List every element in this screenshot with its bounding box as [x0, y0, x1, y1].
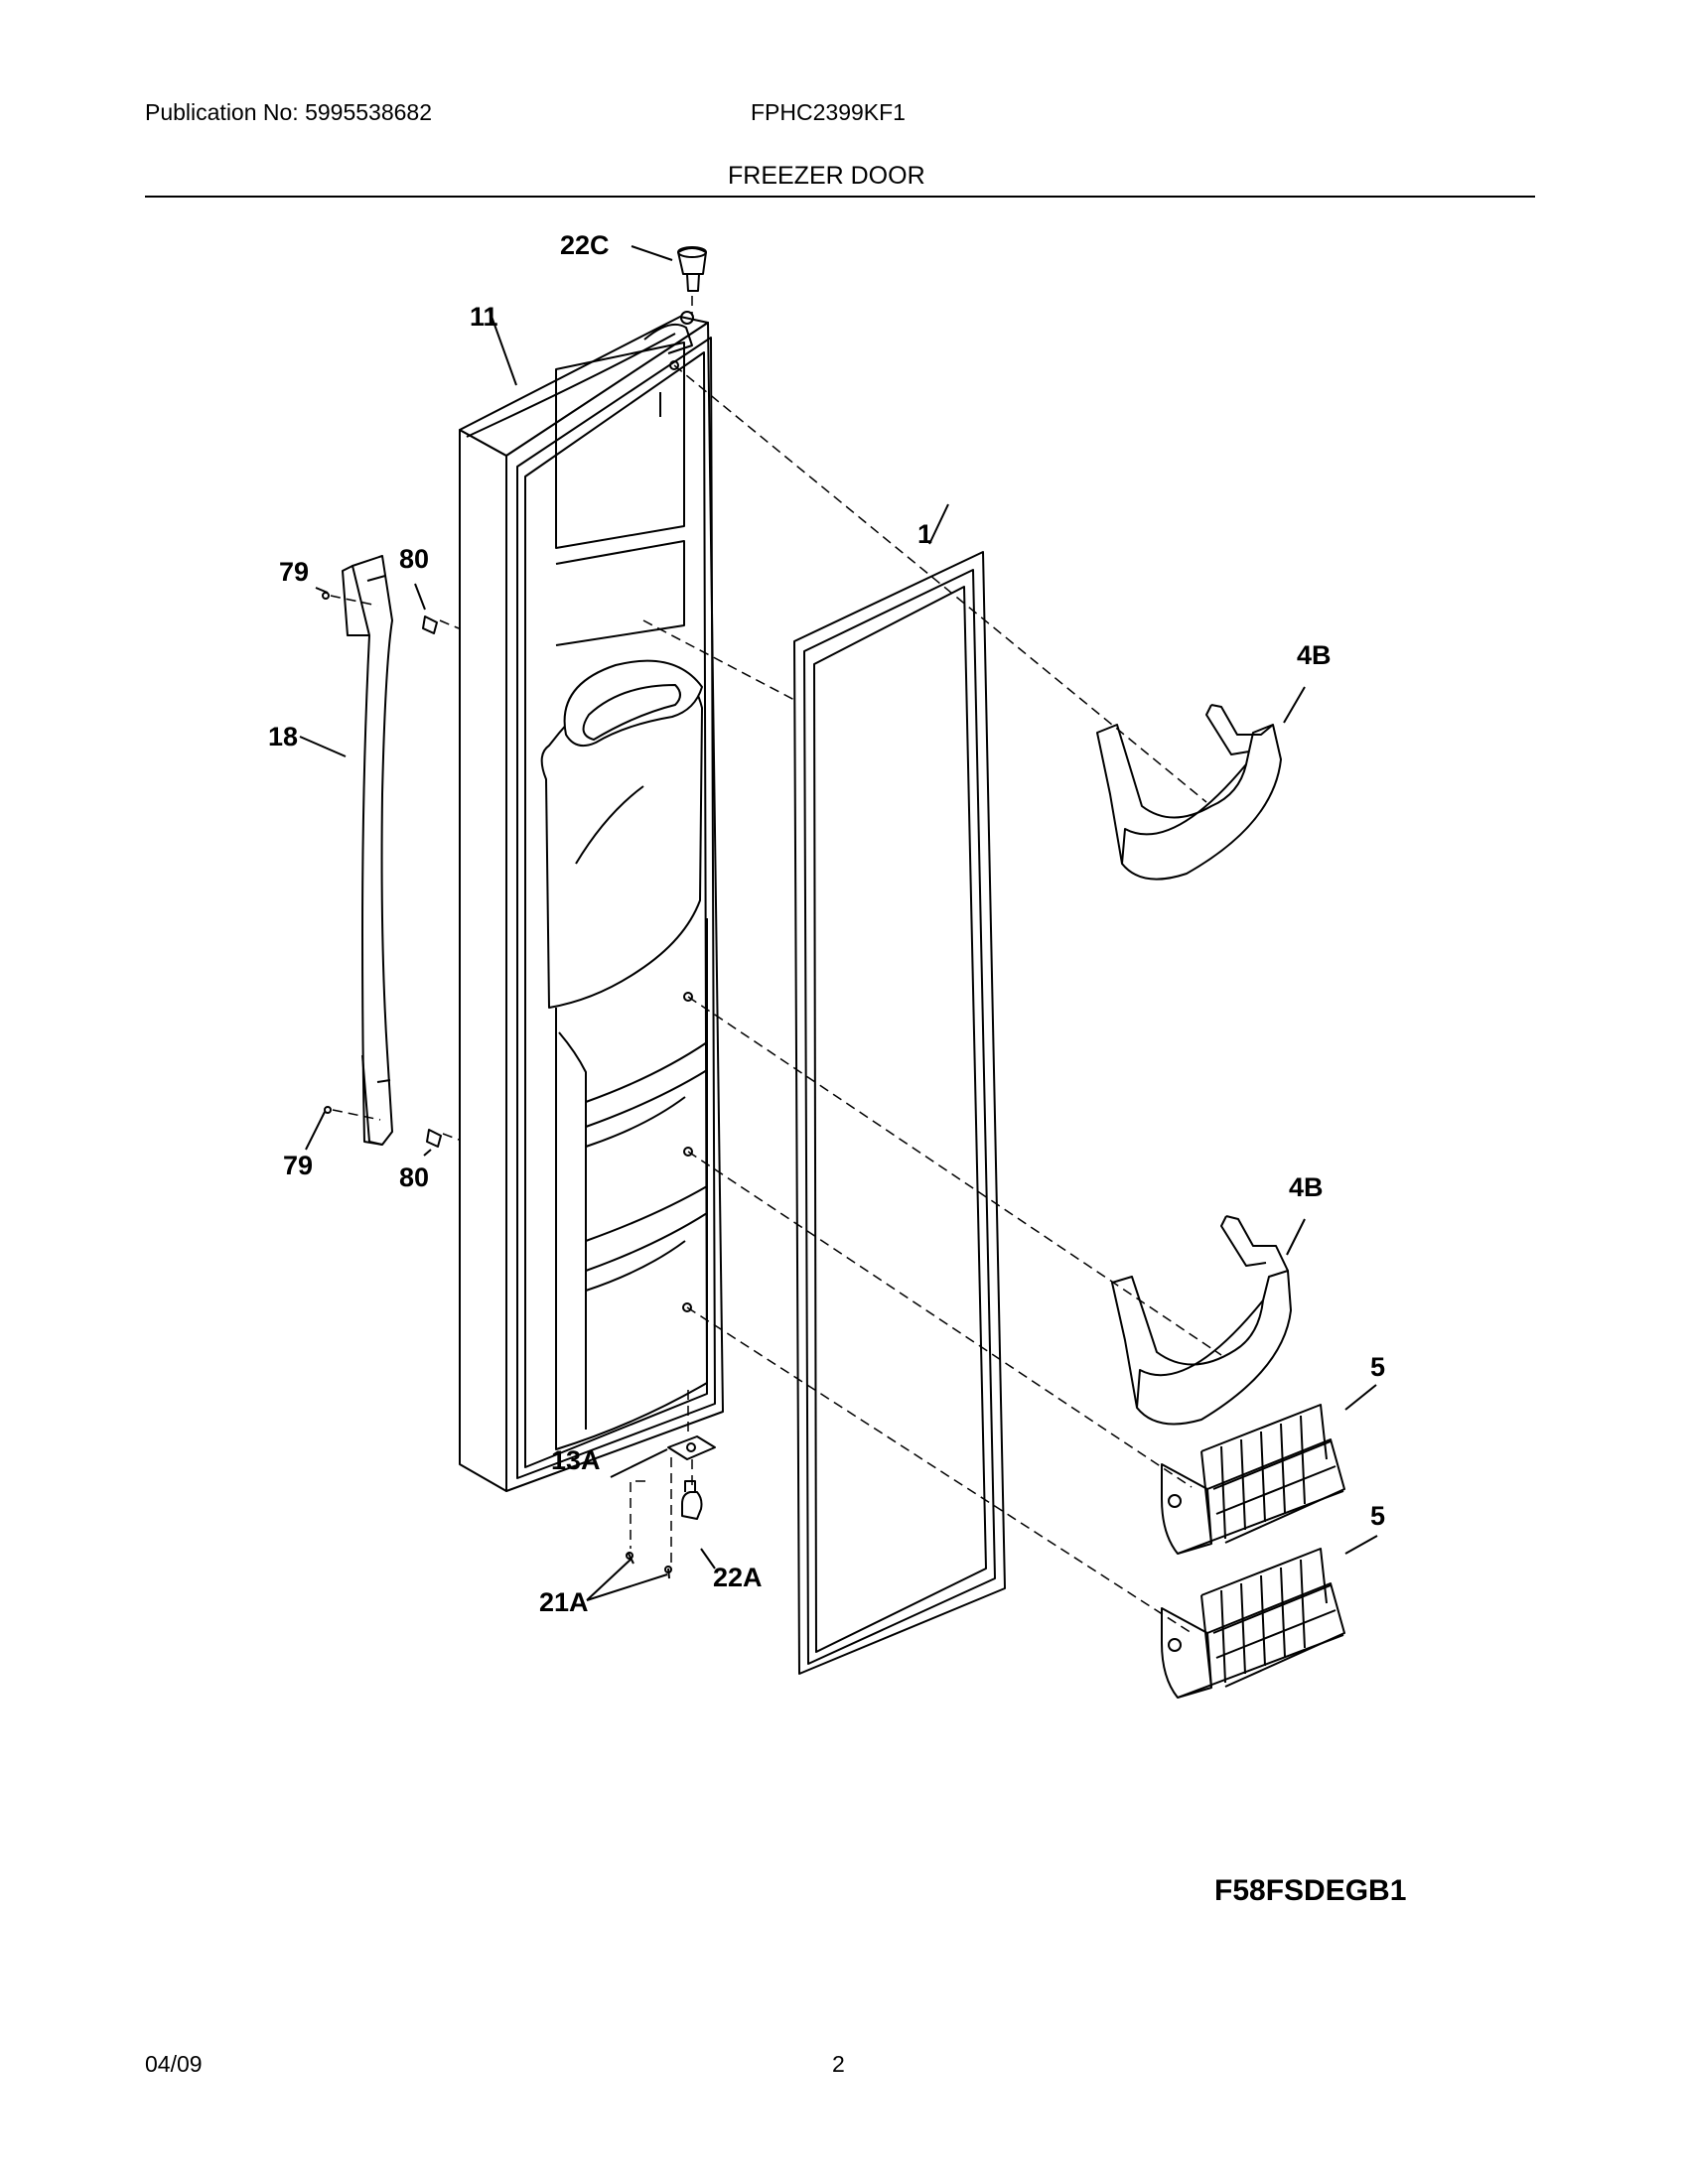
- part-18-handle: [342, 555, 393, 1146]
- leader-lines: [299, 245, 1378, 1601]
- callout-80-top: 80: [399, 544, 429, 574]
- part-11-door-liner: [459, 311, 724, 1492]
- dashed-guide-lines: [330, 296, 1222, 1634]
- callout-11: 11: [470, 302, 498, 332]
- part-5-basket-lower: [1161, 1548, 1345, 1699]
- part-79-screws: [322, 592, 332, 1114]
- model-number: FPHC2399KF1: [751, 99, 906, 125]
- callout-80-bottom: 80: [399, 1162, 429, 1192]
- callout-22A: 22A: [713, 1563, 763, 1592]
- part-22C-plug: [677, 246, 707, 292]
- part-5-basket-upper: [1161, 1404, 1345, 1555]
- publication-number: Publication No: 5995538682: [145, 99, 433, 125]
- part-4B-bin-upper: [1096, 704, 1282, 881]
- part-4B-bin-lower: [1111, 1215, 1292, 1426]
- callout-22C: 22C: [560, 230, 610, 260]
- callout-79-bottom: 79: [283, 1151, 313, 1180]
- footer-date: 04/09: [145, 2051, 203, 2077]
- callout-5-top: 5: [1370, 1352, 1385, 1382]
- callout-21A: 21A: [539, 1587, 589, 1617]
- part-1-gasket: [793, 551, 1006, 1675]
- callout-18: 18: [268, 722, 298, 751]
- part-22A-hinge-pin: [681, 1480, 703, 1520]
- callout-1: 1: [917, 519, 932, 549]
- part-21A-screws: [626, 1552, 672, 1579]
- callout-5-bottom: 5: [1370, 1501, 1385, 1531]
- section-title: FREEZER DOOR: [728, 162, 925, 190]
- part-80-studs: [422, 615, 442, 1148]
- callout-4B-top: 4B: [1297, 640, 1332, 670]
- header-rule: [145, 196, 1535, 198]
- part-13A-hinge: [667, 1435, 716, 1460]
- callout-4B-bottom: 4B: [1289, 1172, 1324, 1202]
- callout-13A: 13A: [551, 1445, 601, 1475]
- figure-code: F58FSDEGB1: [1214, 1874, 1407, 1907]
- page-number: 2: [832, 2051, 845, 2077]
- callout-79-top: 79: [279, 557, 309, 587]
